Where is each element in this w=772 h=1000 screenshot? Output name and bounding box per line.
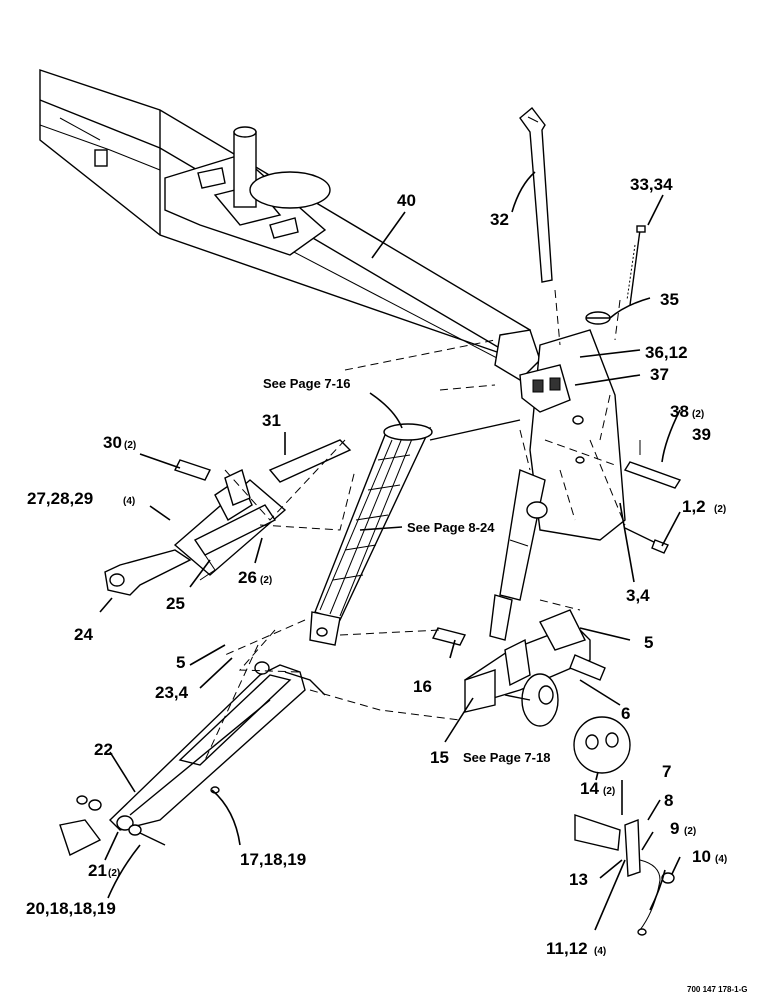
label-14: 14 bbox=[580, 779, 599, 798]
label-39: 39 bbox=[692, 425, 711, 444]
pin-30 bbox=[174, 459, 211, 481]
label-6: 6 bbox=[621, 704, 630, 723]
label-5-right: 5 bbox=[644, 633, 653, 652]
label-25: 25 bbox=[166, 594, 185, 613]
label-see-page-7-18: See Page 7-18 bbox=[463, 750, 550, 765]
label-31: 31 bbox=[262, 411, 281, 430]
label-11-12: 11,12 bbox=[546, 939, 588, 958]
label-1-2: 1,2 bbox=[682, 497, 706, 516]
callout-labels: 40 32 33,34 35 36,12 37 See Page 7-16 31… bbox=[26, 175, 748, 994]
footer-drawing-code: 700 147 178-1-G bbox=[687, 985, 748, 994]
mounting-plates bbox=[173, 439, 352, 581]
hitch-mount-box bbox=[164, 126, 331, 256]
lock-clip bbox=[585, 311, 611, 325]
label-21: 21 bbox=[88, 861, 107, 880]
label-3-4: 3,4 bbox=[626, 586, 650, 605]
label-7: 7 bbox=[662, 762, 671, 781]
threaded-rod bbox=[626, 225, 646, 306]
label-37: 37 bbox=[650, 365, 669, 384]
label-27-28-29-qty: (4) bbox=[123, 496, 135, 507]
label-10-qty: (4) bbox=[715, 854, 727, 865]
label-15: 15 bbox=[430, 748, 449, 767]
link-bracket bbox=[104, 549, 192, 596]
spring-assembly bbox=[309, 419, 521, 646]
label-26: 26 bbox=[238, 568, 257, 587]
label-36-12: 36,12 bbox=[645, 343, 688, 362]
label-20-18-18-19: 20,18,18,19 bbox=[26, 899, 116, 918]
label-40: 40 bbox=[397, 191, 416, 210]
label-22: 22 bbox=[94, 740, 113, 759]
pin-6 bbox=[569, 654, 606, 681]
label-14-qty: (2) bbox=[603, 786, 615, 797]
label-17-18-19: 17,18,19 bbox=[240, 850, 306, 869]
label-5-left: 5 bbox=[176, 653, 185, 672]
label-24: 24 bbox=[74, 625, 93, 644]
label-see-page-8-24: See Page 8-24 bbox=[407, 520, 495, 535]
label-21-qty: (2) bbox=[108, 868, 120, 879]
bolt-1-2 bbox=[624, 527, 669, 554]
axle-bracket bbox=[464, 609, 591, 727]
hydraulic-cylinder bbox=[489, 469, 548, 641]
lift-arm bbox=[59, 661, 326, 856]
bushing-detail bbox=[573, 716, 631, 774]
lower-plate-bracket bbox=[574, 814, 675, 936]
label-30-qty: (2) bbox=[124, 440, 136, 451]
label-11-12-qty: (4) bbox=[594, 946, 606, 957]
label-38-qty: (2) bbox=[692, 409, 704, 420]
label-16: 16 bbox=[413, 677, 432, 696]
label-38: 38 bbox=[670, 402, 689, 421]
leader-arrows bbox=[99, 171, 681, 931]
label-10: 10 bbox=[692, 847, 711, 866]
label-30: 30 bbox=[103, 433, 122, 452]
pin-38-39 bbox=[623, 440, 682, 489]
pin-16 bbox=[431, 627, 467, 646]
label-1-2-qty: (2) bbox=[714, 504, 726, 515]
label-32: 32 bbox=[490, 210, 509, 229]
assembly-guide-lines bbox=[204, 289, 626, 761]
label-13: 13 bbox=[569, 870, 588, 889]
spring-anchor-bracket bbox=[519, 329, 626, 541]
label-9-qty: (2) bbox=[684, 826, 696, 837]
label-23-4: 23,4 bbox=[155, 683, 189, 702]
label-33-34: 33,34 bbox=[630, 175, 673, 194]
label-see-page-7-16: See Page 7-16 bbox=[263, 376, 350, 391]
label-26-qty: (2) bbox=[260, 575, 272, 586]
label-35: 35 bbox=[660, 290, 679, 309]
wrench-part bbox=[519, 106, 553, 283]
label-9: 9 bbox=[670, 819, 679, 838]
label-27-28-29: 27,28,29 bbox=[27, 489, 93, 508]
label-8: 8 bbox=[664, 791, 673, 810]
